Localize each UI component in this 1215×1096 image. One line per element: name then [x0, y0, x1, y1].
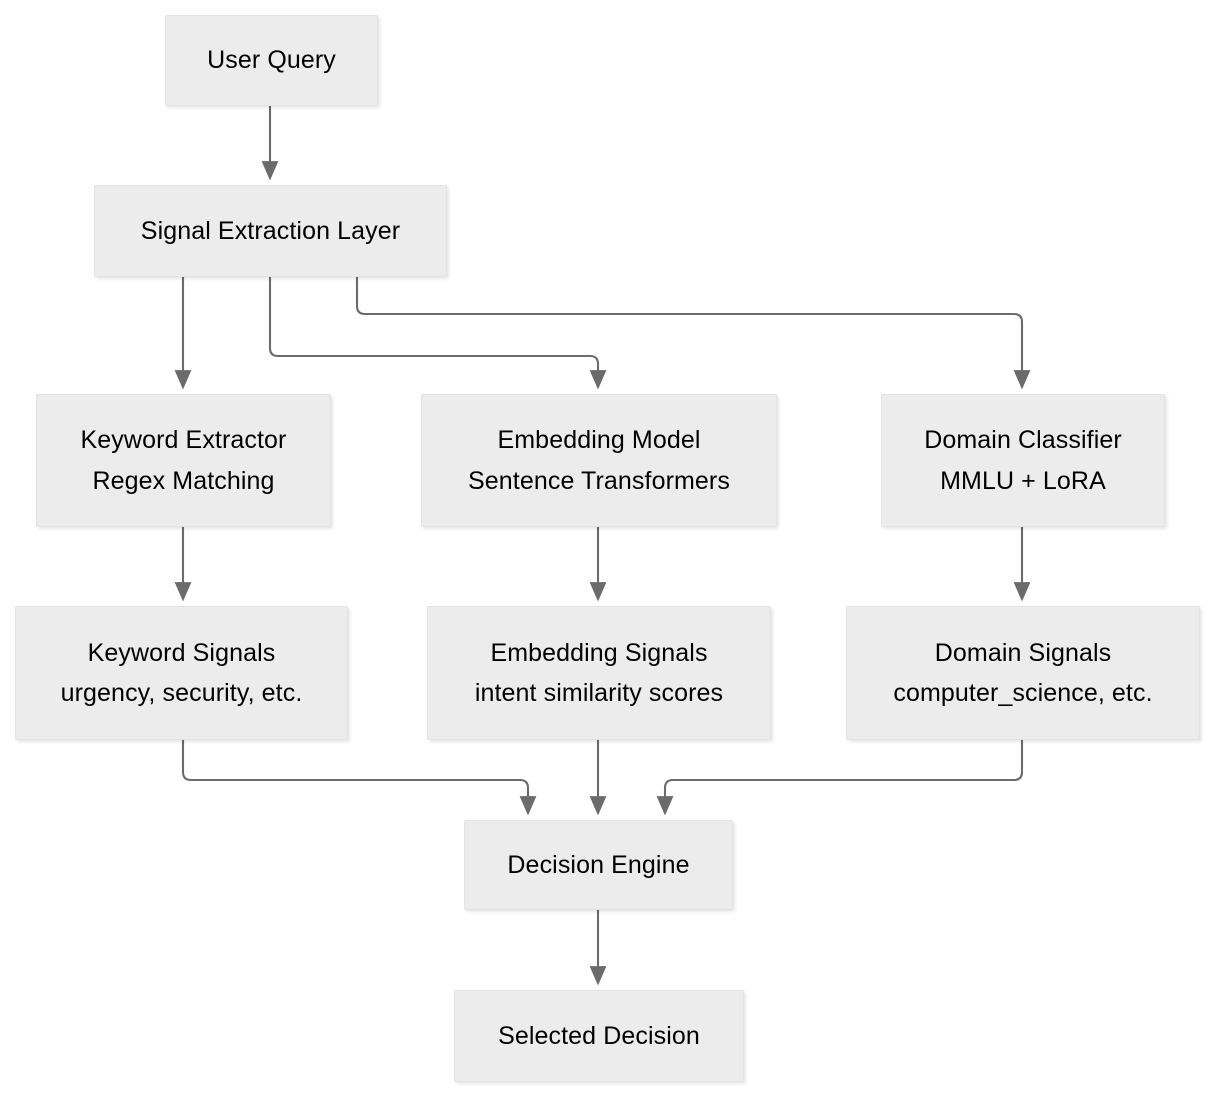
node-sublabel-line: intent similarity scores [474, 679, 724, 707]
node-sublabel-line: urgency, security, etc. [60, 679, 303, 707]
node-label-line: Keyword Extractor [80, 426, 287, 454]
node-decision-engine[interactable]: Decision Engine [464, 820, 733, 910]
edge-domain-signals-to-decision-engine [656, 740, 1024, 816]
node-label-line: Selected Decision [498, 1021, 700, 1050]
node-keyword-signals[interactable]: Keyword Signals urgency, security, etc. [15, 606, 348, 740]
node-label-line: Decision Engine [507, 850, 690, 879]
node-user-query[interactable]: User Query [165, 15, 378, 106]
edge-signal-extraction-to-embedding-model [268, 277, 607, 390]
edge-keyword-signals-to-decision-engine [181, 740, 537, 816]
node-label-line: User Query [207, 46, 336, 75]
node-embedding-signals[interactable]: Embedding Signals intent similarity scor… [427, 606, 771, 740]
node-label-line: Embedding Signals [490, 638, 708, 667]
node-sublabel-line: MMLU + LoRA [940, 466, 1106, 495]
node-domain-classifier[interactable]: Domain Classifier MMLU + LoRA [881, 394, 1165, 527]
node-domain-signals[interactable]: Domain Signals computer_science, etc. [846, 606, 1200, 740]
node-sublabel-line: Regex Matching [92, 466, 275, 495]
node-label-line: Embedding Model [497, 426, 701, 454]
edge-signal-extraction-to-domain-classifier [355, 277, 1031, 390]
node-sublabel-line: computer_science, etc. [893, 679, 1153, 707]
node-embedding-model[interactable]: Embedding Model Sentence Transformers [421, 394, 777, 527]
node-signal-extraction[interactable]: Signal Extraction Layer [94, 185, 447, 277]
node-label-line: Domain Classifier [924, 426, 1122, 454]
node-label-line: Signal Extraction Layer [140, 216, 401, 245]
node-label-line: Domain Signals [934, 638, 1112, 667]
node-selected-decision[interactable]: Selected Decision [454, 990, 744, 1082]
node-keyword-extractor[interactable]: Keyword Extractor Regex Matching [36, 394, 331, 527]
node-label-line: Keyword Signals [87, 638, 276, 667]
node-sublabel-line: Sentence Transformers [468, 466, 730, 495]
